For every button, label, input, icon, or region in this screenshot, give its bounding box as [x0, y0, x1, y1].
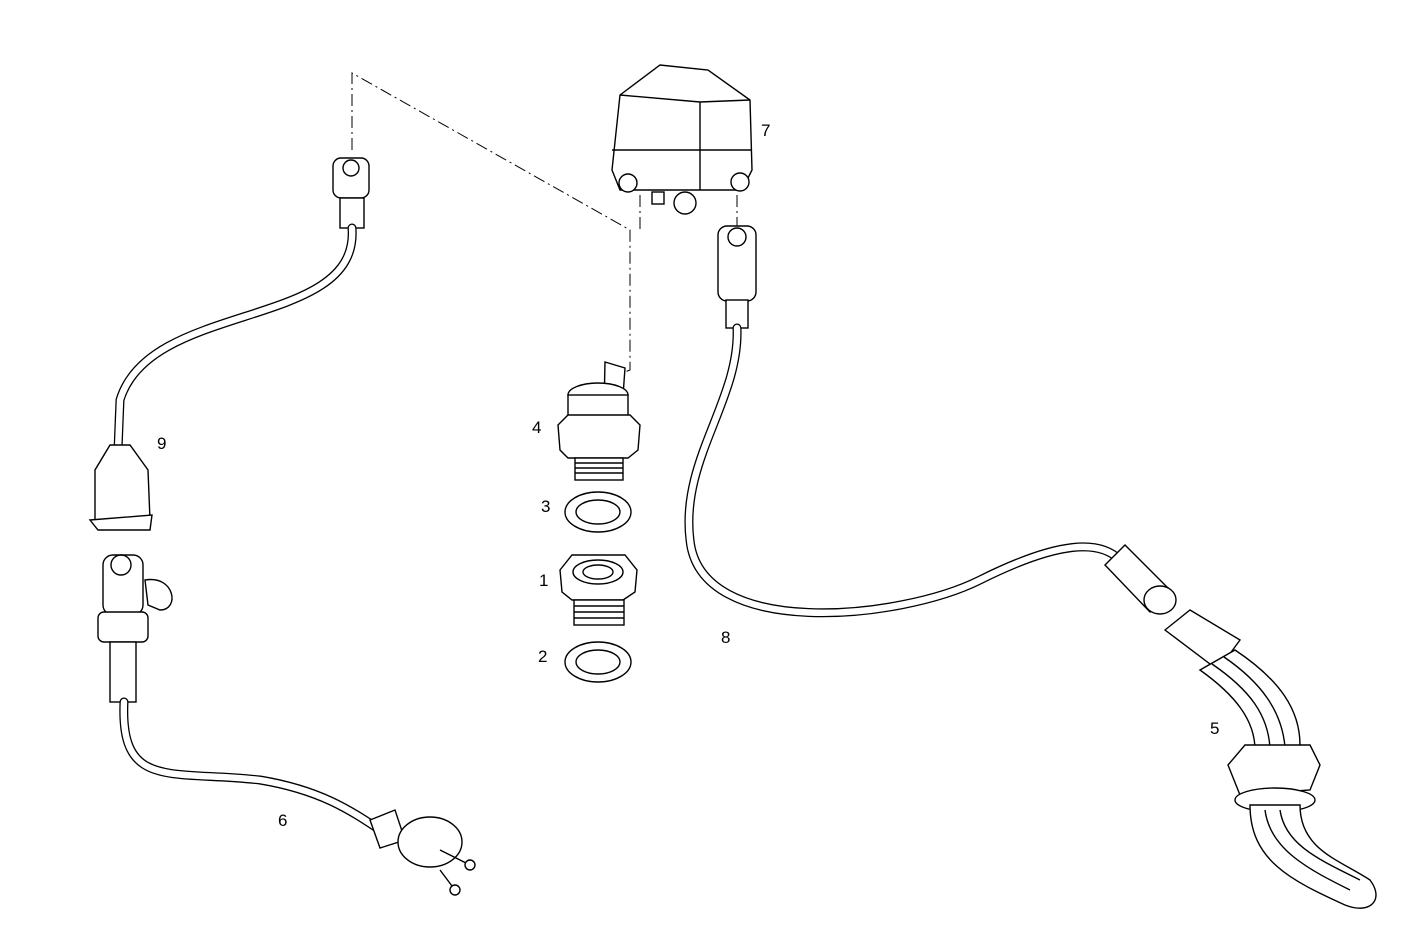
callout-9: 9 — [157, 434, 167, 453]
callout-3: 3 — [541, 497, 551, 516]
part-6-cable — [97, 554, 476, 896]
part-9-cable — [88, 157, 370, 531]
callout-2: 2 — [538, 647, 548, 666]
part-1-adapter — [559, 554, 638, 626]
part-5-sensor — [1163, 609, 1377, 909]
leader-lines — [351, 72, 738, 379]
callout-4: 4 — [532, 418, 542, 437]
part-2-washer — [564, 641, 632, 683]
part-4-switch — [557, 361, 641, 481]
callout-5: 5 — [1210, 719, 1220, 738]
part-3-washer — [564, 491, 632, 533]
part-7-relay-box — [611, 64, 753, 215]
callout-7: 7 — [761, 121, 771, 140]
callout-1: 1 — [539, 571, 549, 590]
part-8-cable — [684, 225, 1177, 618]
callout-6: 6 — [278, 811, 288, 830]
callout-8: 8 — [721, 628, 731, 647]
